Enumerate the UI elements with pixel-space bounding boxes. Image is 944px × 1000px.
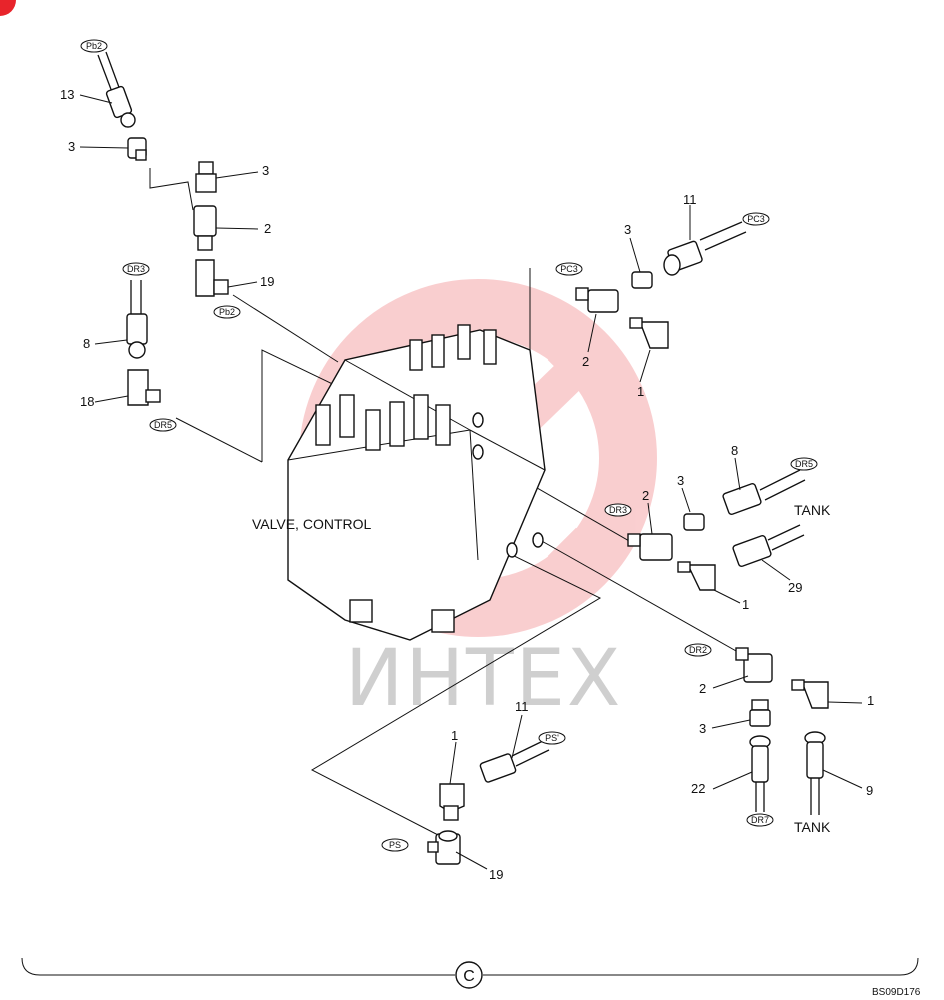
port-tag-dr2: DR2 [684, 643, 712, 657]
svg-text:DR3: DR3 [127, 264, 145, 274]
callout-3: 3 [624, 222, 631, 237]
circle-letter-c: C [463, 968, 475, 985]
callout-29: 29 [788, 580, 802, 595]
hose-29-tank [732, 524, 805, 568]
port-tag-dr7: DR7 [746, 813, 774, 827]
callout-8: 8 [731, 443, 738, 458]
tank-label-bottom: TANK [794, 819, 831, 835]
svg-text:DR3: DR3 [609, 505, 627, 515]
callout-1: 1 [451, 728, 458, 743]
callout-11: 11 [683, 192, 697, 207]
callout-2: 2 [642, 488, 649, 503]
callout-13: 13 [60, 87, 74, 102]
callout-19: 19 [260, 274, 274, 289]
connector-2-mid [627, 533, 673, 561]
port-tag-dr5-right: DR5 [790, 457, 818, 471]
adapter-3-upper-left [127, 137, 147, 161]
connector-2-upper-right [575, 287, 619, 313]
port-tag-pb2-mid: Pb2 [213, 305, 241, 319]
port-tag-dr3-mid: DR3 [604, 503, 632, 517]
svg-text:DR5: DR5 [795, 459, 813, 469]
elbow-1-lower [791, 679, 829, 709]
port-tag-dr3-left: DR3 [122, 262, 150, 276]
callout-9: 9 [866, 783, 873, 798]
callout-3: 3 [699, 721, 706, 736]
port-tag-dr5-left: DR5 [149, 418, 177, 432]
adapter-3-lower [749, 699, 771, 727]
port-tag-ps: PS [381, 838, 409, 852]
svg-text:PC3: PC3 [560, 264, 578, 274]
valve-control-label: VALVE, CONTROL [252, 516, 372, 532]
elbow-19-upper [195, 259, 229, 297]
hose-13-pb2 [97, 51, 136, 128]
corner-marker [0, 0, 16, 16]
adapter-3-mid [683, 513, 705, 531]
callout-11: 11 [515, 699, 529, 714]
svg-text:PS: PS [389, 840, 401, 850]
hose-8-dr3 [126, 280, 148, 359]
port-tag-pc3-mid: PC3 [555, 262, 583, 276]
callout-leaders [79, 94, 863, 870]
svg-text:Pb2: Pb2 [219, 307, 235, 317]
callout-3: 3 [262, 163, 269, 178]
elbow-1-upper [629, 317, 669, 349]
adapter-3-top [195, 161, 217, 193]
adapter-3-upper-right [631, 271, 653, 289]
hose-8-dr5 [722, 469, 806, 516]
svg-text:Pb2: Pb2 [86, 41, 102, 51]
bottom-bracket [21, 957, 919, 989]
hose-11-ps-prime [479, 739, 550, 783]
svg-text:DR2: DR2 [689, 645, 707, 655]
port-tag-pc3-right: PC3 [742, 212, 770, 226]
drawing-code: BS09D176 [872, 987, 921, 998]
elbow-18 [127, 369, 161, 406]
svg-text:DR5: DR5 [154, 420, 172, 430]
callout-3: 3 [68, 139, 75, 154]
hose-9-tank [804, 731, 826, 815]
callout-3: 3 [677, 473, 684, 488]
callout-2: 2 [582, 354, 589, 369]
svg-text:PS': PS' [545, 733, 559, 743]
elbow-19-bottom [427, 830, 461, 865]
connector-2-upper-left [193, 205, 217, 251]
hose-11-pc3 [663, 221, 747, 276]
callout-18: 18 [80, 394, 94, 409]
callout-2: 2 [699, 681, 706, 696]
hose-22-dr7 [749, 735, 771, 812]
elbow-1-mid [677, 561, 716, 591]
callout-8: 8 [83, 336, 90, 351]
callout-22: 22 [691, 781, 705, 796]
port-tag-pb2-top: Pb2 [80, 39, 108, 53]
watermark-text: ИНТЕХ [345, 634, 622, 724]
callout-1: 1 [867, 693, 874, 708]
tank-label-top: TANK [794, 502, 831, 518]
callout-19: 19 [489, 867, 503, 882]
elbow-1-bottom [439, 783, 465, 821]
svg-text:DR7: DR7 [751, 815, 769, 825]
callout-1: 1 [742, 597, 749, 612]
connector-2-lower [735, 647, 773, 683]
callout-1: 1 [637, 384, 644, 399]
port-tag-ps-prime: PS' [538, 731, 566, 745]
callout-2: 2 [264, 221, 271, 236]
svg-text:PC3: PC3 [747, 214, 765, 224]
control-valve-body [287, 324, 546, 641]
